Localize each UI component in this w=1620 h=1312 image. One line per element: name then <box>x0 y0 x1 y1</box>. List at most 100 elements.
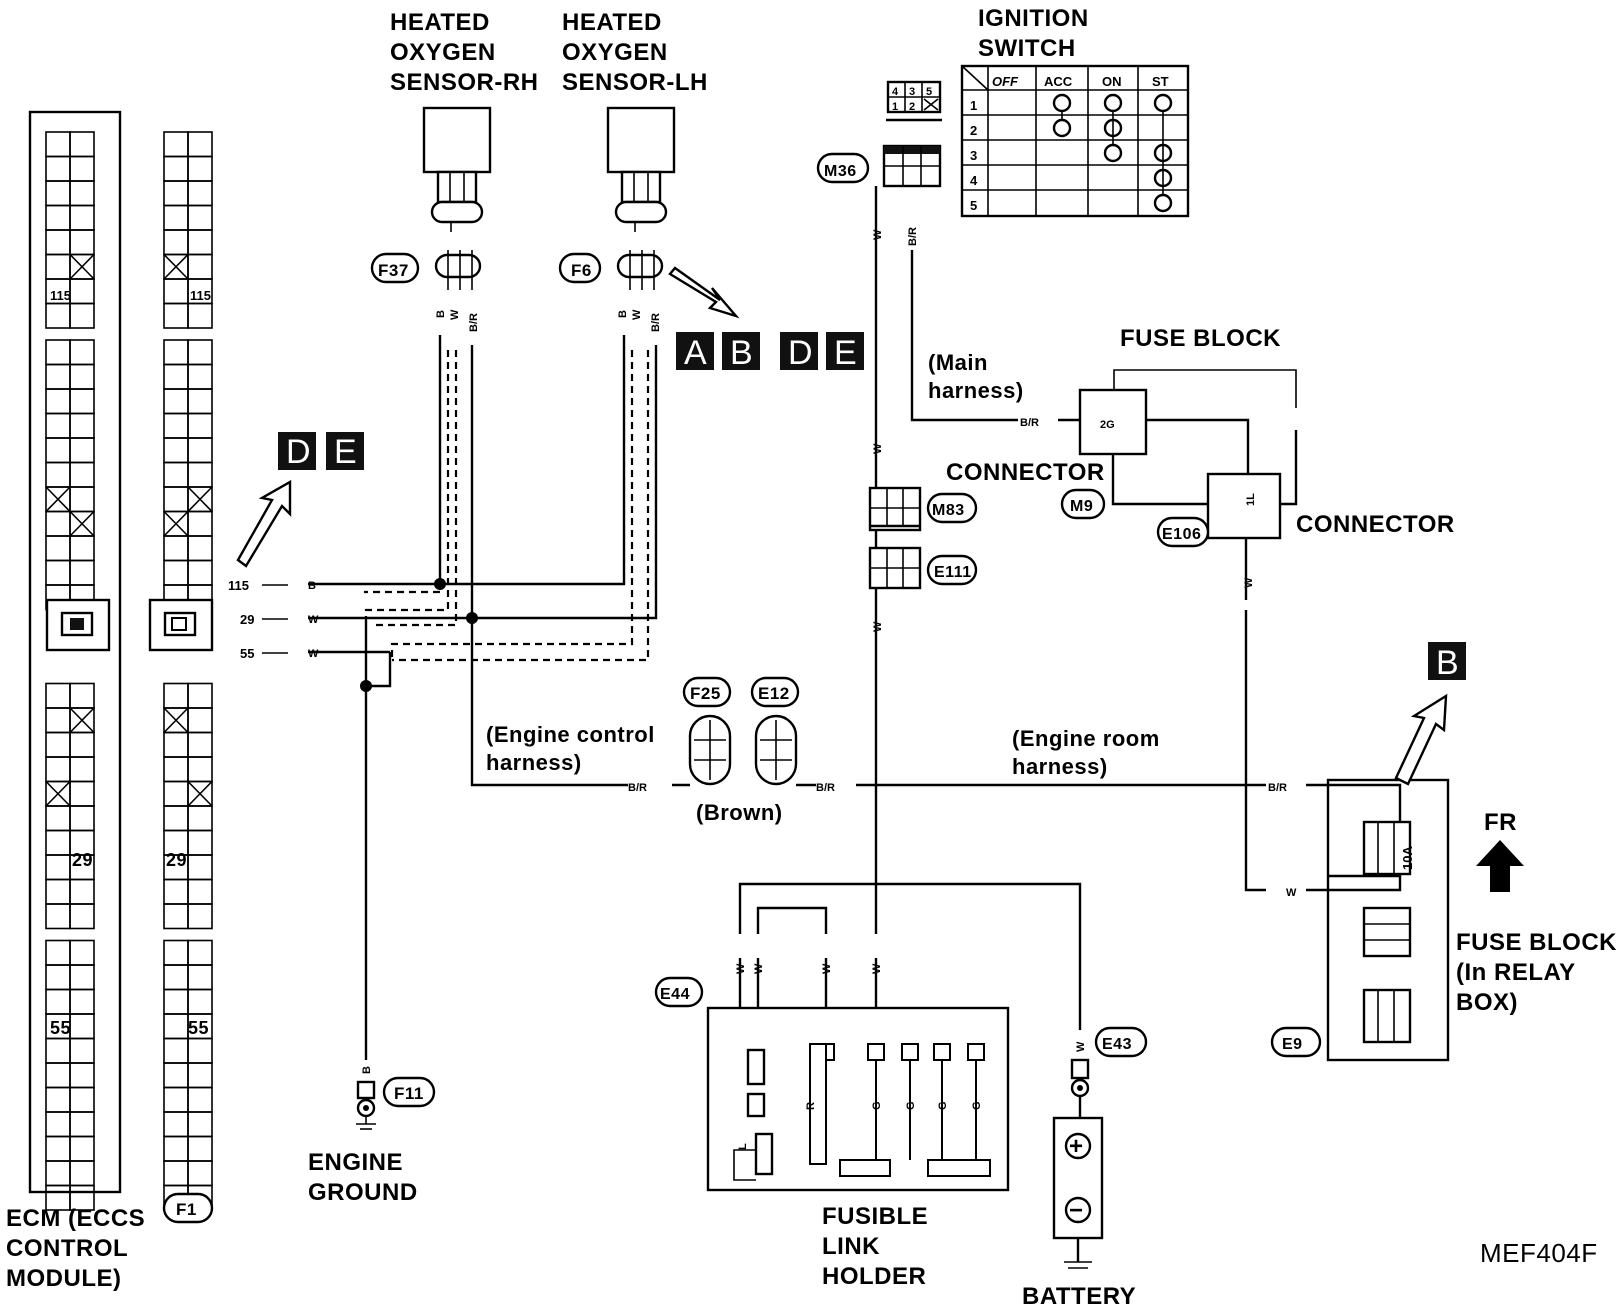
connector-upper-label: CONNECTOR <box>946 459 1105 486</box>
arrow-b-icon <box>1394 693 1448 786</box>
ecm-connector <box>28 110 214 1211</box>
main-harness-2: harness) <box>928 378 1024 403</box>
fl-wire-w4: W <box>871 963 883 974</box>
e44-label: E44 <box>660 986 690 1003</box>
fl-wire-g2: G <box>905 1101 917 1110</box>
o2-sensor-lh <box>606 106 676 232</box>
w-wire-to-relay <box>1244 610 1266 892</box>
o2-rh-label-3: SENSOR-RH <box>390 69 539 96</box>
fl-wire-g4: G <box>971 1101 983 1110</box>
fl-wire-g1: G <box>871 1101 883 1110</box>
connector-right-label: CONNECTOR <box>1296 511 1455 538</box>
badge-b: B <box>730 334 753 372</box>
ign-col-st: ST <box>1152 74 1169 89</box>
f11-label: F11 <box>394 1084 424 1103</box>
fl-wire-w1: W <box>735 963 747 974</box>
rh-wire-w: W <box>449 309 461 320</box>
fuse-block-relay-2: (In RELAY <box>1456 959 1576 986</box>
ecm-pin-55-a: 55 <box>50 1018 71 1038</box>
rh-wire-b: B <box>435 310 447 318</box>
engine-room-harness-1: (Engine room <box>1012 726 1160 751</box>
fl-wire-g3: G <box>937 1101 949 1110</box>
m36-wire-w: W <box>872 229 884 240</box>
e106-label: E106 <box>1162 526 1201 543</box>
fusible-link-label-2: LINK <box>822 1233 880 1260</box>
lh-wire-br: B/R <box>650 313 662 332</box>
engine-ground-label-2: GROUND <box>308 1179 418 1206</box>
fusible-link-wiring <box>706 882 1082 1192</box>
e44-connector <box>654 976 704 1008</box>
fb-wire-br: B/R <box>1020 417 1039 429</box>
batt-wire-w: W <box>1075 1041 1087 1052</box>
f6-connector <box>558 252 602 284</box>
battery-minus-icon: − <box>1069 1197 1084 1224</box>
m83-plug <box>868 486 922 532</box>
br-wire-2: B/R <box>816 782 835 794</box>
fuse-block-relay-1: FUSE BLOCK <box>1456 929 1617 956</box>
br-wire-3: B/R <box>1268 782 1287 794</box>
e9-label: E9 <box>1282 1036 1303 1053</box>
fusible-link-label-1: FUSIBLE <box>822 1203 928 1230</box>
fusible-link-label-3: HOLDER <box>822 1263 926 1290</box>
m36-label: M36 <box>824 163 857 180</box>
fl-wire-r: R <box>805 1102 817 1110</box>
ecm-label-3: MODULE) <box>6 1265 121 1292</box>
engine-ground-icon <box>356 1080 376 1130</box>
badge-a: A <box>684 334 707 372</box>
ecm-wire-29: 29 <box>240 612 254 627</box>
ecm-wire-55: 55 <box>240 646 254 661</box>
brown-label: (Brown) <box>696 800 783 825</box>
f1-label: F1 <box>176 1200 197 1219</box>
fl-wire-l: L <box>737 1143 749 1150</box>
fl-wire-w2: W <box>753 963 765 974</box>
e111-wire-w: W <box>872 621 884 632</box>
o2-rh-label-2: OXYGEN <box>390 39 496 66</box>
battery-plus-icon: + <box>1069 1133 1084 1160</box>
e106-wire-w: W <box>1243 577 1255 588</box>
m83-label: M83 <box>932 502 965 519</box>
figure-code: MEF404F <box>1480 1238 1598 1268</box>
f6-label: F6 <box>571 261 592 280</box>
e111-label: E111 <box>934 564 972 581</box>
badge-b3: B <box>1436 644 1459 682</box>
e106-connector <box>1156 516 1210 548</box>
f1-connector <box>162 1192 214 1224</box>
f25-label: F25 <box>690 684 721 703</box>
front-arrow-icon <box>1476 840 1524 892</box>
m36-pin-1: 1 <box>892 101 898 113</box>
ign-col-on: ON <box>1102 74 1122 89</box>
m36-pin-2: 2 <box>909 101 915 113</box>
ecm-wire-115: 115 <box>228 578 249 593</box>
f11-connector <box>382 1076 436 1108</box>
ign-row-1: 1 <box>970 98 977 113</box>
sensor-wiring <box>308 335 658 1060</box>
badge-group-abde: A B D E <box>676 332 864 372</box>
arrow-de-icon <box>236 479 292 568</box>
ecm-wire-b: B <box>308 580 316 592</box>
m83-wire-w: W <box>872 443 884 454</box>
main-harness-1: (Main <box>928 350 988 375</box>
badge-b3-box <box>1428 642 1466 680</box>
m36-connector <box>816 152 870 184</box>
fuse-block-top-label: FUSE BLOCK <box>1120 325 1281 352</box>
e9-connector <box>1270 1026 1322 1058</box>
arrow-abde-icon <box>668 266 740 319</box>
ecm-wire-w2: W <box>308 648 319 660</box>
badge-d2: D <box>286 433 311 471</box>
br-main-harness-wire <box>910 250 1018 422</box>
ign-col-off: OFF <box>992 74 1019 89</box>
ignition-switch-label-2: SWITCH <box>978 35 1076 62</box>
engine-room-harness-2: harness) <box>1012 754 1108 779</box>
badge-e2: E <box>334 433 357 471</box>
f37-label: F37 <box>378 261 409 280</box>
o2-rh-label-1: HEATED <box>390 9 490 36</box>
e111-plug <box>868 546 922 590</box>
fuse-block-relay-3: BOX) <box>1456 989 1518 1016</box>
engine-control-harness-2: harness) <box>486 750 582 775</box>
o2-lh-label-2: OXYGEN <box>562 39 668 66</box>
o2-lh-label-3: SENSOR-LH <box>562 69 708 96</box>
badge-d: D <box>788 334 813 372</box>
e111-connector <box>926 554 978 586</box>
e12-connector <box>750 676 800 708</box>
